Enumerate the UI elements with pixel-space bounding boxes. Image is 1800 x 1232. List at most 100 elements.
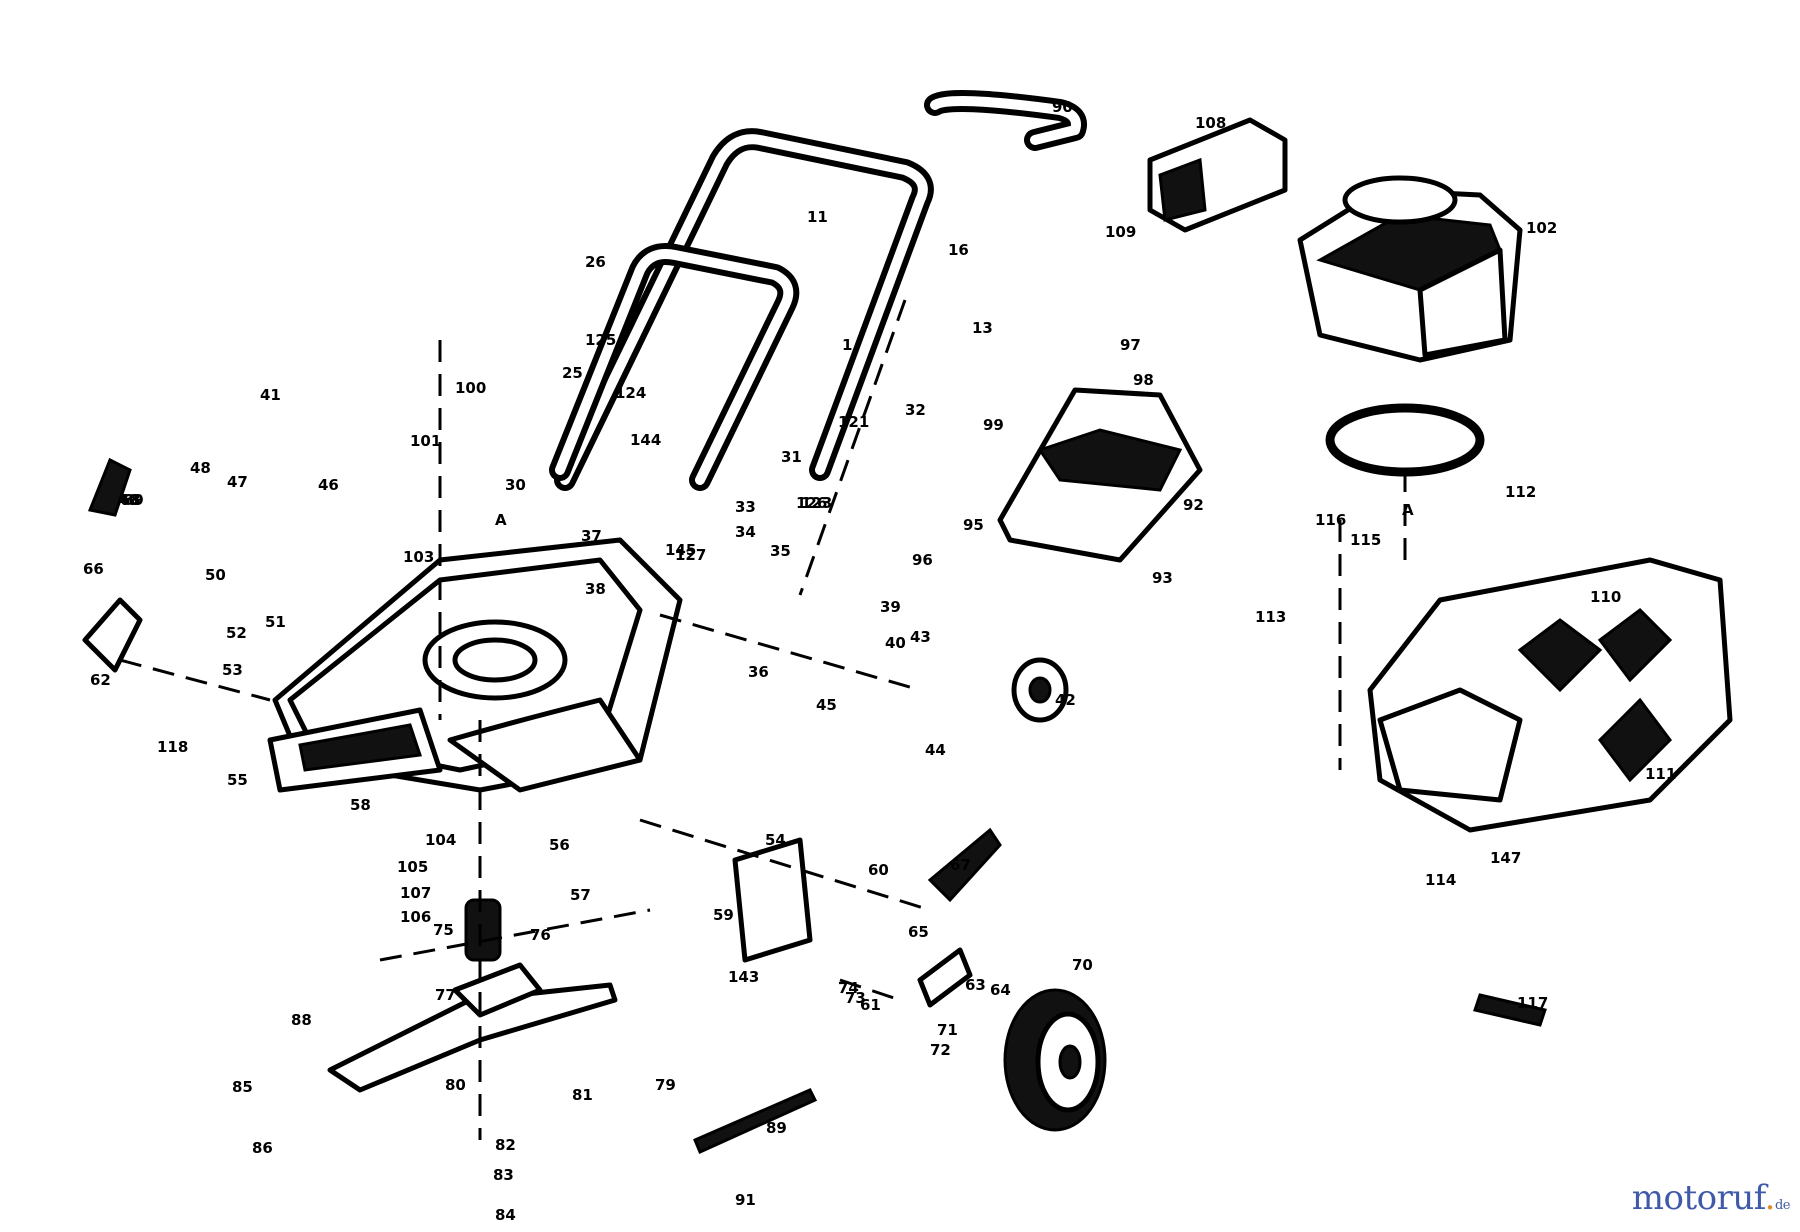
part-label: 44 — [925, 741, 946, 759]
part-label: 40 — [885, 634, 906, 652]
part-label: 77 — [435, 986, 456, 1004]
part-label: 84 — [495, 1206, 516, 1224]
part-label: 34 — [735, 523, 756, 541]
part-label: 57 — [570, 886, 591, 904]
height-adjuster-rear — [82, 457, 143, 673]
part-label: 48 — [190, 459, 211, 477]
part-label: 143 — [728, 968, 759, 986]
lower-handle — [549, 243, 800, 491]
part-label: 82 — [495, 1136, 516, 1154]
part-label: 53 — [222, 661, 243, 679]
part-label: 25 — [562, 364, 583, 382]
part-label: 96 — [912, 551, 933, 569]
part-label: 102 — [1526, 219, 1557, 237]
part-label: 68 — [120, 491, 141, 509]
part-label: 79 — [655, 1076, 676, 1094]
part-label: 117 — [1517, 994, 1548, 1012]
part-label: 41 — [260, 386, 281, 404]
part-label: 101 — [410, 432, 441, 450]
part-label: 112 — [1505, 483, 1536, 501]
part-label: 145 — [665, 541, 696, 559]
part-label: 60 — [868, 861, 889, 879]
part-label: 81 — [572, 1086, 593, 1104]
part-label: 121 — [838, 413, 869, 431]
part-label: 124 — [615, 384, 646, 402]
part-label: 63 — [965, 976, 986, 994]
part-label: 43 — [910, 628, 931, 646]
grass-catcher — [1367, 557, 1733, 833]
part-label: 88 — [291, 1011, 312, 1029]
rear-flap — [997, 387, 1203, 563]
part-label: 61 — [860, 996, 881, 1014]
part-label: 116 — [1315, 511, 1346, 529]
part-label: 67 — [950, 856, 971, 874]
part-label: 30 — [505, 476, 526, 494]
part-label: 93 — [1152, 569, 1173, 587]
part-label: 74 — [838, 979, 859, 997]
part-label: 97 — [1120, 336, 1141, 354]
part-label: 42 — [1055, 691, 1076, 709]
part-label: 46 — [318, 476, 339, 494]
part-label: 31 — [781, 448, 802, 466]
part-label: 51 — [265, 613, 286, 631]
part-label: 62 — [90, 671, 111, 689]
part-label: 72 — [930, 1041, 951, 1059]
part-label: 83 — [493, 1166, 514, 1184]
part-label: 103 — [403, 548, 434, 566]
part-label: 64 — [990, 981, 1011, 999]
part-label: 32 — [905, 401, 926, 419]
part-label: 99 — [983, 416, 1004, 434]
part-label: 38 — [585, 580, 606, 598]
part-label: 66 — [83, 560, 104, 578]
part-label: 37 — [581, 527, 602, 545]
part-label: 86 — [252, 1139, 273, 1157]
part-label: 113 — [1255, 608, 1286, 626]
part-label: 54 — [765, 831, 786, 849]
part-label: 95 — [963, 516, 984, 534]
part-label: 107 — [400, 884, 431, 902]
part-label: 13 — [972, 319, 993, 337]
part-label: 123 — [801, 494, 832, 512]
tool-key — [1473, 993, 1547, 1027]
part-label: 126 — [796, 494, 827, 512]
part-label: 147 — [1490, 849, 1521, 867]
part-label: 109 — [1105, 223, 1136, 241]
cable — [798, 299, 907, 596]
bracket-plate — [732, 837, 813, 963]
part-label: 35 — [770, 542, 791, 560]
part-label: 76 — [530, 926, 551, 944]
part-label: 11 — [807, 208, 828, 226]
part-labels: 1 11 13 16 25 26 30 31 32 33 34 35 36 37… — [83, 98, 1676, 1224]
part-label: 33 — [735, 498, 756, 516]
part-label: 111 — [1645, 765, 1676, 783]
part-label: 52 — [226, 624, 247, 642]
part-label: 118 — [157, 738, 188, 756]
part-label: 106 — [400, 908, 431, 926]
part-label: 65 — [908, 923, 929, 941]
part-label: 16 — [948, 241, 969, 259]
part-label: 89 — [766, 1119, 787, 1137]
part-label: 56 — [549, 836, 570, 854]
watermark-logo: motoruf.de — [1632, 1178, 1791, 1218]
part-label: 91 — [735, 1191, 756, 1209]
gasket-ring — [1325, 403, 1485, 477]
part-label: 115 — [1350, 531, 1381, 549]
part-label: 71 — [937, 1021, 958, 1039]
part-label: 114 — [1425, 871, 1456, 889]
marker-a: A — [495, 511, 507, 529]
part-label: 73 — [845, 989, 866, 1007]
part-label: 105 — [397, 858, 428, 876]
part-label: 127 — [675, 546, 706, 564]
part-label: 58 — [350, 796, 371, 814]
height-adjuster-front — [917, 827, 1002, 1008]
guide-rail — [693, 1088, 818, 1155]
part-label: 39 — [880, 598, 901, 616]
part-label: 75 — [433, 921, 454, 939]
engine — [1297, 175, 1523, 363]
part-label: 1 — [842, 336, 852, 354]
front-hub — [1011, 657, 1069, 723]
part-label: 59 — [713, 906, 734, 924]
assembly-lines — [119, 340, 1407, 1140]
rear-wheel — [1003, 988, 1107, 1132]
